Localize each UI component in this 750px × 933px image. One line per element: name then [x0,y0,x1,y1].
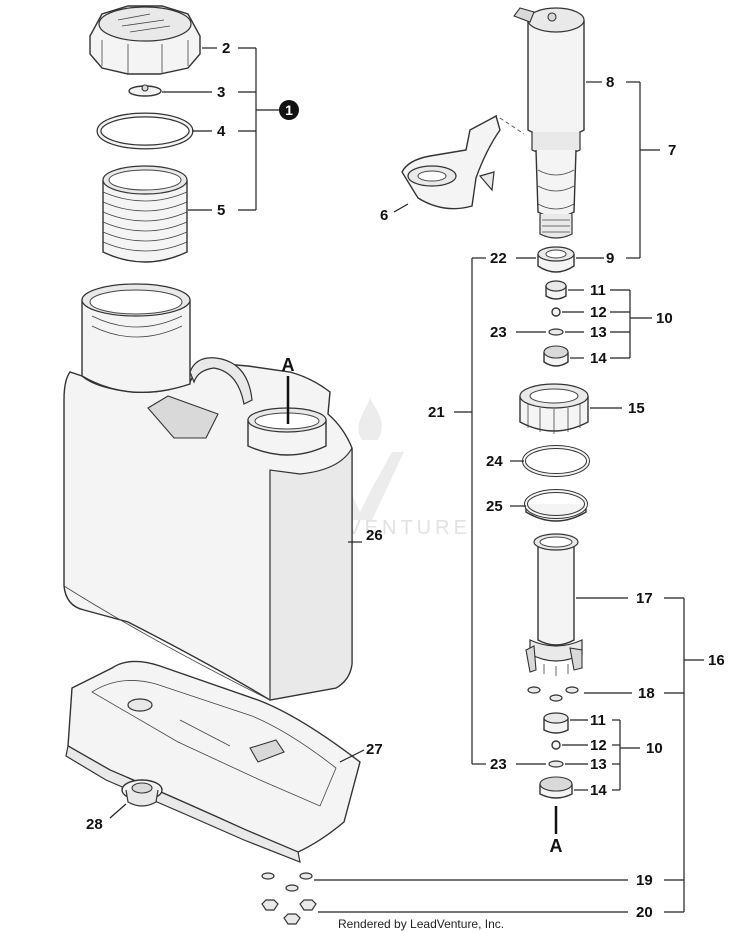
part-7-pump-cylinder[interactable] [535,149,577,239]
part-25-o-ring[interactable] [524,489,588,522]
part-17-pump-barrel[interactable] [525,533,583,676]
part-15-collar-nut[interactable] [519,383,589,434]
part-19-washers[interactable] [261,872,313,892]
part-18-washers[interactable] [527,686,579,702]
label-10-lower: 10 [646,740,663,757]
leaders-lower-valve-group [516,719,640,791]
label-21: 21 [428,404,445,421]
part-5-strainer[interactable] [102,165,188,263]
callout-1-text: 1 [285,102,293,118]
label-12-lower: 12 [590,737,607,754]
part-28-drain-fitting[interactable] [121,779,163,807]
label-22: 22 [490,250,507,267]
label-7: 7 [668,142,676,159]
label-28: 28 [86,816,103,833]
leaders-upper-valve-group [516,289,652,359]
part-26-tank[interactable] [63,283,353,701]
label-17: 17 [636,590,653,607]
label-12-upper: 12 [590,304,607,321]
leaders-7-8-9 [393,81,660,259]
label-14-upper: 14 [590,350,607,367]
label-18: 18 [638,685,655,702]
part-13-washer-upper[interactable] [548,328,564,336]
reference-mark-a-bottom: A [550,806,563,856]
label-19: 19 [636,872,653,889]
leader-28 [109,803,127,819]
label-23-upper: 23 [490,324,507,341]
label-11-lower: 11 [590,712,606,729]
part-6-bracket[interactable] [401,115,525,210]
label-10-upper: 10 [656,310,673,327]
label-3: 3 [217,84,225,101]
part-20-nuts[interactable] [261,899,317,925]
label-4: 4 [217,123,226,140]
footer-backing [334,916,494,932]
callout-1-badge: 1 [279,100,299,120]
footer-credit: Rendered by LeadVenture, Inc. [338,917,504,931]
leader-27 [339,749,365,763]
part-2-tank-cap[interactable] [89,5,201,75]
label-9: 9 [606,250,614,267]
label-20: 20 [636,904,653,921]
label-13-lower: 13 [590,756,607,773]
part-4-gasket[interactable] [96,112,194,150]
watermark-flame-icon [358,398,382,440]
part-13-washer-lower[interactable] [548,760,564,768]
label-23-lower: 23 [490,756,507,773]
ref-a-top-text: A [282,355,295,375]
leaders-cap-group [162,47,280,211]
label-2: 2 [222,40,230,57]
part-11-valve-housing-lower[interactable] [543,712,569,734]
part-11-valve-housing-upper[interactable] [545,280,567,300]
label-13-upper: 13 [590,324,607,341]
label-16: 16 [708,652,725,669]
part-14-valve-seat-lower[interactable] [539,776,573,799]
label-6: 6 [380,207,388,224]
label-11-upper: 11 [590,282,606,299]
part-22-seal[interactable] [537,246,575,273]
label-15: 15 [628,400,645,417]
label-24: 24 [486,453,503,470]
label-27: 27 [366,741,383,758]
part-12-ball-upper[interactable] [551,307,561,317]
label-26: 26 [366,527,383,544]
label-14-lower: 14 [590,782,607,799]
bracket-21 [454,257,486,765]
part-14-valve-seat-upper[interactable] [543,345,569,367]
reference-mark-a-top: A [282,355,295,424]
part-12-ball-lower[interactable] [551,740,561,750]
part-3-valve[interactable] [128,84,162,97]
label-8: 8 [606,74,614,91]
ref-a-bottom-text: A [550,836,563,856]
part-24-o-ring[interactable] [522,445,590,477]
label-25: 25 [486,498,503,515]
part-8-pressure-chamber[interactable] [513,7,585,157]
label-5: 5 [217,202,225,219]
leaders-16-17-18 [576,597,704,913]
